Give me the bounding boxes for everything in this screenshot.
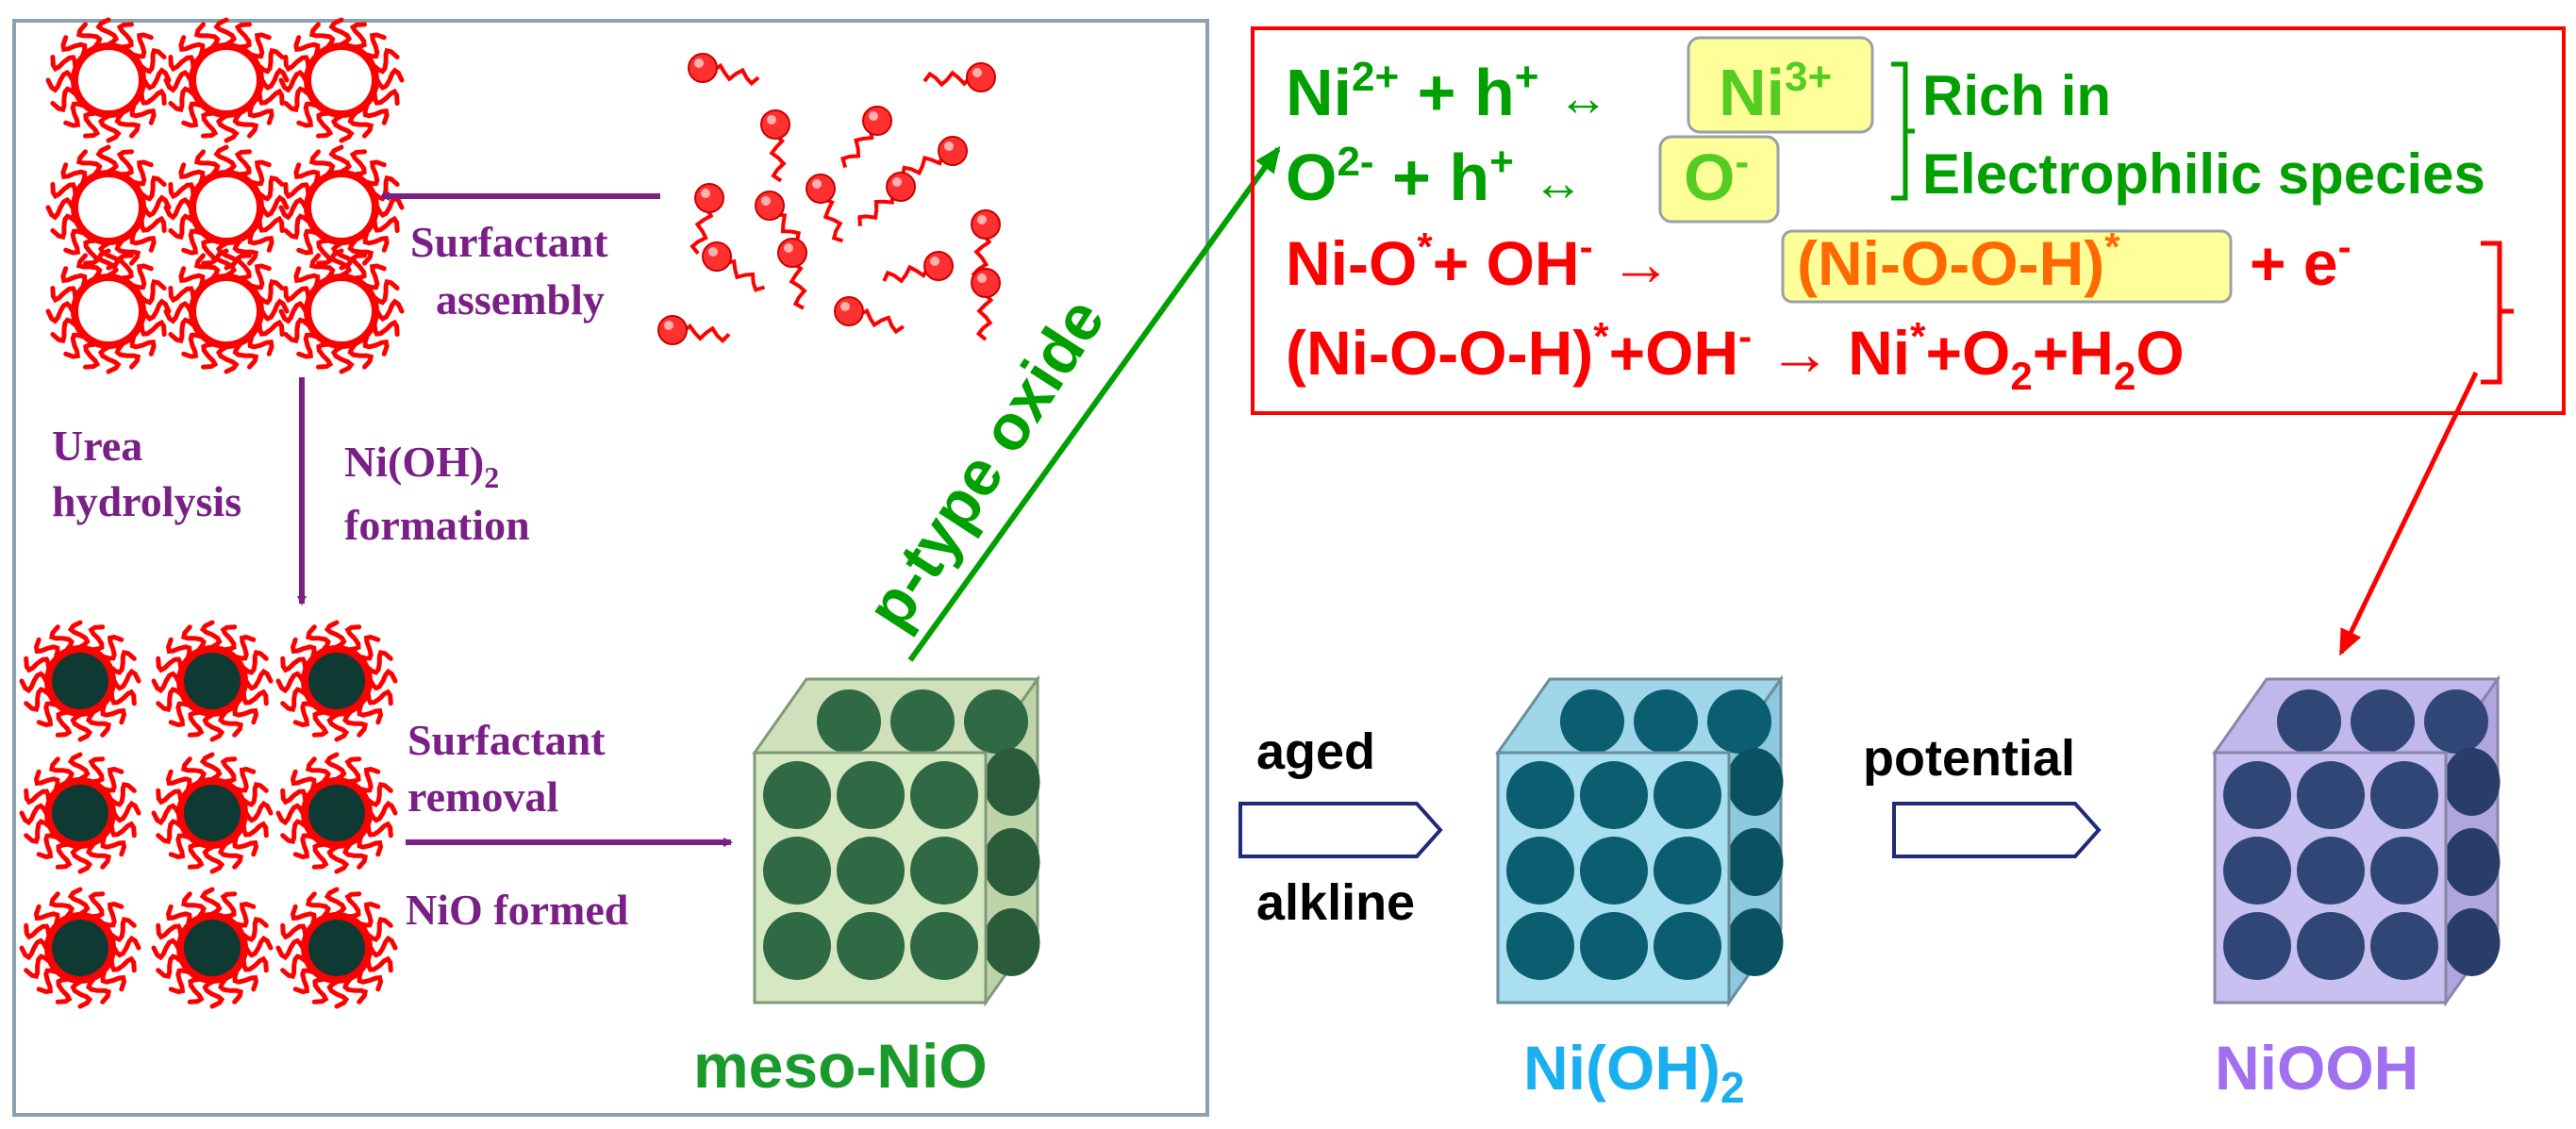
surfactant-molecule: [657, 315, 731, 345]
nioh2-formation-label: Ni(OH)2 formation: [344, 438, 530, 549]
niooh-label: NiOOH: [2215, 1033, 2418, 1103]
assembled-micelle: [45, 17, 172, 143]
assembled-micelle: [278, 248, 405, 374]
nioh2-micelle: [19, 752, 141, 874]
surfactant-molecule: [755, 191, 806, 251]
ni3-highlight: [1687, 36, 1874, 134]
nioh2-micelle: [19, 620, 141, 742]
assembled-micelle: [45, 144, 172, 271]
surfactant-molecule: [777, 238, 807, 310]
equation-4: (Ni-O-O-H)*+OH-→Ni*+O2+H2O: [1286, 314, 2185, 398]
assembled-micelle: [45, 248, 172, 374]
assembled-micelle: [163, 17, 290, 143]
assembled-micelle: [163, 144, 290, 271]
surfactant-molecule: [690, 183, 724, 256]
p-type-oxide-arrow: [907, 145, 1281, 662]
potential-arrow: [1892, 802, 2102, 858]
surfactant-assembly-label: Surfactant assembly: [410, 218, 619, 324]
aged-label: aged: [1256, 723, 1375, 780]
nioh2-micelle: [275, 887, 398, 1009]
ni-ooh-highlight: [1781, 229, 2233, 304]
meso-nio-cube: [752, 674, 1040, 1007]
niooh-cube: [2212, 674, 2501, 1007]
left-panel-frame: [12, 19, 1209, 1117]
nioh2-micelle: [275, 752, 398, 874]
alkline-label: alkline: [1256, 874, 1415, 931]
surfactant-molecule: [760, 109, 790, 183]
surfactant-molecule: [834, 296, 905, 335]
surfactant-molecule: [900, 136, 968, 177]
nio-formed-label: NiO formed: [406, 886, 629, 934]
nioh2-label: Ni(OH)2: [1523, 1033, 1745, 1112]
nioh2-cube: [1495, 674, 1784, 1007]
assembled-micelles: [45, 17, 405, 374]
free-surfactant-molecules: [657, 53, 1001, 345]
nioh2-micelle: [151, 752, 274, 874]
surfactant-molecule: [688, 53, 760, 87]
surfactant-molecule: [840, 106, 892, 169]
nioh2-micelle: [275, 620, 398, 742]
electrophilic-label: Rich in Electrophilic species: [1922, 64, 2485, 206]
surfactant-molecule: [702, 241, 766, 292]
nioh2-micelle: [151, 620, 274, 742]
surfactant-removal-label: Surfactant removal: [407, 716, 616, 821]
equation-2: O2- + h+↔O-: [1286, 139, 1749, 214]
equation-1: Ni2+ + h+↔Ni3+: [1286, 54, 1832, 129]
surfactant-molecule: [806, 174, 844, 243]
nioh2-micelle: [151, 887, 274, 1009]
surfactant-molecule: [882, 251, 954, 284]
aged-alkline-arrow: [1238, 802, 1443, 858]
surfactant-molecule: [857, 172, 916, 226]
assembled-micelle: [278, 17, 405, 143]
meso-nio-label: meso-NiO: [693, 1031, 988, 1101]
equation-box: [1251, 26, 2566, 415]
nioh2-micelle: [19, 887, 141, 1009]
o-minus-highlight: [1658, 135, 1780, 224]
surfactant-molecule: [922, 62, 996, 92]
assembled-micelle: [163, 248, 290, 374]
niooh-formation-arrow: [2338, 371, 2479, 656]
electrophilic-bracket: [1891, 61, 1915, 201]
potential-label: potential: [1863, 730, 2075, 787]
urea-hydrolysis-label: Urea hydrolysis: [52, 422, 241, 525]
surfactant-molecule: [971, 268, 1001, 341]
reaction-bracket: [2481, 241, 2514, 385]
equation-3: Ni-O*+ OH-→(Ni-O-O-H)*+ e-: [1286, 224, 2352, 298]
nioh2-micelles: [19, 620, 398, 1009]
